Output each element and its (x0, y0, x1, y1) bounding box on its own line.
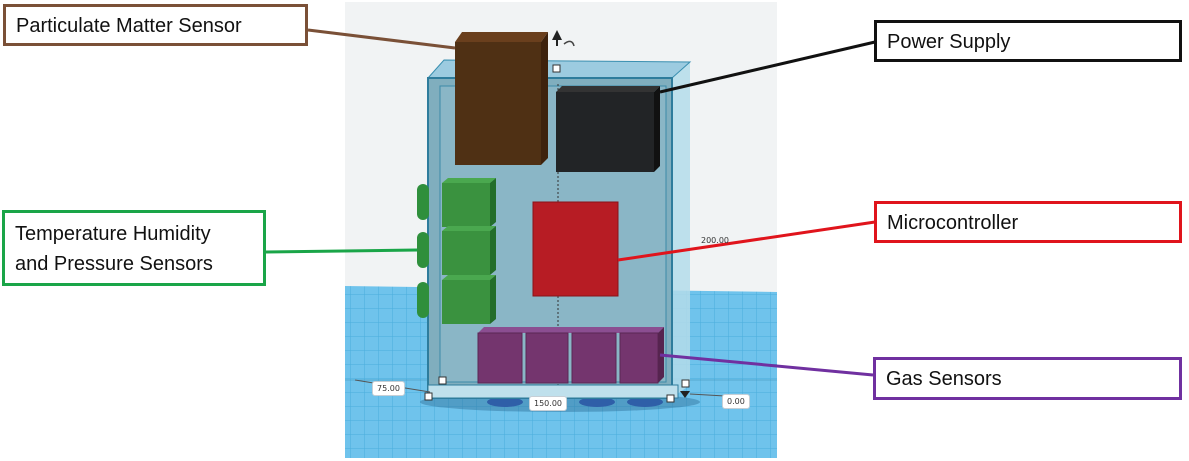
dimension-line (689, 393, 726, 397)
elevation-arrow-icon[interactable] (680, 391, 690, 398)
resize-handle[interactable] (552, 64, 561, 73)
side-port-bump (417, 184, 429, 220)
particulate-callout: Particulate Matter Sensor (3, 4, 308, 46)
temperature-callout-line1: Temperature Humidity (15, 223, 211, 245)
gas-leader (659, 353, 874, 377)
rotate-arrow-icon[interactable] (563, 40, 575, 47)
particulate-sensor (455, 42, 541, 165)
power-supply-side (654, 86, 660, 172)
microcontroller-callout: Microcontroller (874, 201, 1182, 243)
microcontroller-callout-label: Microcontroller (887, 212, 1019, 234)
temp-leader (265, 248, 418, 254)
enclosure-right-side (672, 62, 690, 398)
enclosure-foot (579, 397, 615, 407)
gas-sensor-top (478, 327, 664, 333)
gas-sensor-2 (525, 332, 569, 384)
gas-sensors-callout: Gas Sensors (873, 357, 1182, 400)
resize-handle[interactable] (438, 376, 447, 385)
temp-sensor-3-top (442, 275, 496, 280)
resize-handle[interactable] (424, 392, 433, 401)
power-supply-callout-label: Power Supply (887, 31, 1011, 53)
temp-sensor-2 (442, 231, 490, 275)
temp-sensor-1-top (442, 178, 496, 183)
temp-sensor-3-side (490, 275, 496, 324)
power-supply (556, 92, 654, 172)
particulate-sensor-top (455, 32, 548, 42)
temp-sensor-2-top (442, 226, 496, 231)
gas-sensors-callout-label: Gas Sensors (886, 368, 1002, 390)
depth-dimension-label[interactable]: 75.00 (372, 381, 405, 396)
enclosure-foot (627, 397, 663, 407)
temperature-callout-line2: and Pressure Sensors (15, 253, 213, 275)
temperature-callout: Temperature Humidity and Pressure Sensor… (2, 210, 266, 286)
width-dimension-label[interactable]: 150.00 (529, 396, 567, 411)
power-supply-callout: Power Supply (874, 20, 1182, 62)
power-leader (659, 40, 876, 94)
side-port-bump (417, 232, 429, 268)
resize-handle[interactable] (666, 394, 675, 403)
gas-sensor-4 (619, 332, 659, 384)
gas-sensor-3 (571, 332, 617, 384)
gas-sensor-1 (477, 332, 523, 384)
temp-sensor-3 (442, 280, 490, 324)
temp-sensor-2-side (490, 226, 496, 275)
particulate-leader (307, 28, 456, 50)
elevation-dimension-label[interactable]: 0.00 (722, 394, 750, 409)
side-port-bump (417, 282, 429, 318)
height-dimension-label: 200.00 (701, 236, 729, 245)
temp-sensor-1 (442, 183, 490, 227)
enclosure-foot (487, 397, 523, 407)
resize-handle[interactable] (681, 379, 690, 388)
particulate-sensor-side (541, 32, 548, 165)
particulate-callout-label: Particulate Matter Sensor (16, 15, 242, 37)
temp-sensor-1-side (490, 178, 496, 227)
micro-leader (617, 220, 876, 262)
power-supply-top (556, 86, 660, 92)
microcontroller (532, 201, 619, 297)
move-arrow-icon[interactable] (552, 30, 562, 46)
